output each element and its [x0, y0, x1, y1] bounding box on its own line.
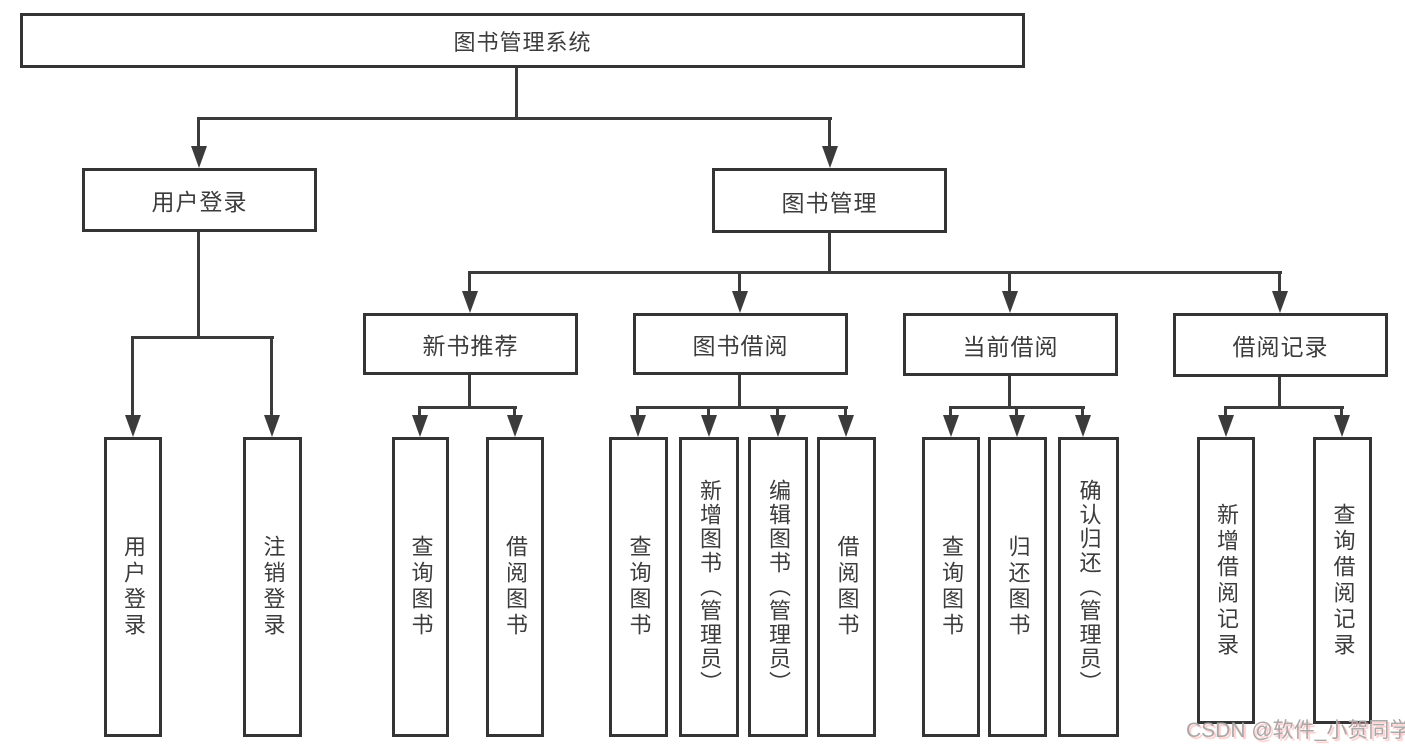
connector-drop-level3 [1008, 271, 1011, 294]
connector-drop-leaf [418, 406, 421, 420]
connector-drop-leaf [131, 336, 134, 419]
connector-drop-leaf [707, 406, 710, 420]
connector-drop-user-login [197, 117, 200, 154]
connector-drop-leaf [270, 336, 273, 419]
leaf-confirm-return-admin: 确认归还（管理员） [1058, 437, 1119, 737]
node-book-borrowing: 图书借阅 [633, 313, 848, 375]
connector-records-stem [1278, 377, 1281, 408]
leaf-logout: 注销登录 [243, 437, 302, 737]
connector-drop-leaf [1081, 406, 1084, 420]
node-user-login: 用户登录 [82, 168, 317, 232]
arrow-down-icon [507, 415, 523, 437]
connector-drop-leaf [1015, 406, 1018, 420]
arrow-down-icon [462, 291, 478, 313]
connector-borrowing-stem [738, 375, 741, 408]
arrow-down-icon [1002, 291, 1018, 313]
arrow-down-icon [630, 415, 646, 437]
arrow-down-icon [1334, 415, 1350, 437]
leaf-edit-books-admin: 编辑图书（管理员） [748, 437, 808, 737]
connector-drop-book-management [828, 117, 831, 154]
node-current-borrowing: 当前借阅 [903, 313, 1118, 376]
leaf-query-borrow-record: 查询借阅记录 [1313, 437, 1372, 724]
connector-drop-level3 [1278, 271, 1281, 294]
connector-drop-leaf [949, 406, 952, 420]
arrow-down-icon [264, 415, 280, 437]
arrow-down-icon [1218, 415, 1234, 437]
arrow-down-icon [1272, 291, 1288, 313]
arrow-down-icon [1075, 415, 1091, 437]
arrow-down-icon [125, 415, 141, 437]
arrow-down-icon [838, 415, 854, 437]
connector-drop-leaf [844, 406, 847, 420]
connector-book-management-bus [468, 271, 1282, 274]
leaf-query-books-recommend: 查询图书 [392, 437, 449, 737]
node-library-management-system: 图书管理系统 [20, 13, 1025, 68]
arrow-down-icon [1009, 415, 1025, 437]
node-book-management: 图书管理 [712, 168, 947, 233]
leaf-query-books-current: 查询图书 [922, 437, 980, 737]
connector-drop-leaf [776, 406, 779, 420]
connector-book-management-stem [828, 232, 831, 274]
connector-drop-leaf [1224, 406, 1227, 420]
arrow-down-icon [701, 415, 717, 437]
leaf-borrow-books-recommend: 借阅图书 [486, 437, 544, 737]
node-borrowing-records: 借阅记录 [1173, 313, 1388, 377]
leaf-borrow-books: 借阅图书 [817, 437, 876, 737]
leaf-add-books-admin: 新增图书（管理员） [679, 437, 739, 737]
arrow-down-icon [770, 415, 786, 437]
connector-newrec-stem [468, 375, 471, 408]
connector-records-bus [1224, 406, 1344, 409]
leaf-query-books-borrowing: 查询图书 [609, 437, 668, 737]
arrow-down-icon [943, 415, 959, 437]
connector-borrowing-bus [636, 406, 848, 409]
node-new-book-recommendation: 新书推荐 [363, 313, 578, 375]
csdn-watermark: CSDN @软件_小贺同学 [1186, 719, 1405, 742]
connector-root-stem [515, 68, 518, 120]
connector-newrec-bus [418, 406, 517, 409]
leaf-add-borrow-record: 新增借阅记录 [1197, 437, 1255, 724]
connector-user-login-bus [131, 336, 274, 339]
arrow-down-icon [822, 146, 838, 168]
arrow-down-icon [191, 146, 207, 168]
arrow-down-icon [732, 291, 748, 313]
connector-current-stem [1008, 376, 1011, 408]
leaf-return-books: 归还图书 [988, 437, 1047, 737]
connector-drop-leaf [513, 406, 516, 420]
connector-user-login-stem [197, 232, 200, 338]
arrow-down-icon [412, 415, 428, 437]
connector-drop-leaf [636, 406, 639, 420]
connector-drop-level3 [738, 271, 741, 294]
connector-drop-leaf [1340, 406, 1343, 420]
connector-root-bus [197, 117, 832, 120]
connector-drop-level3 [468, 271, 471, 294]
leaf-user-login: 用户登录 [104, 437, 162, 737]
